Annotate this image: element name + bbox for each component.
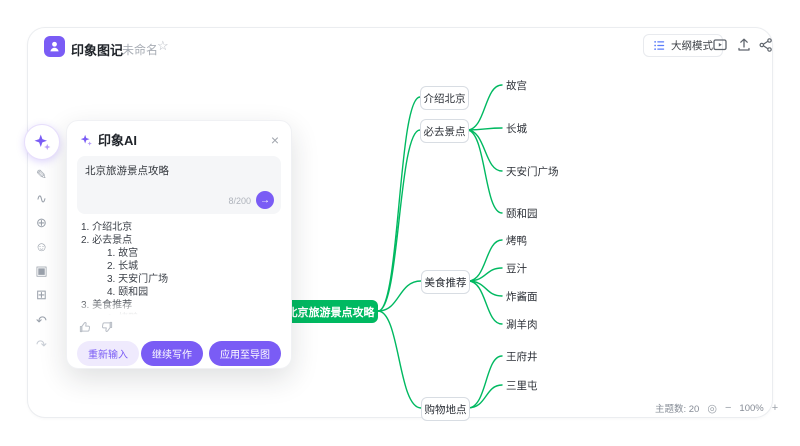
continue-writing-button[interactable]: 继续写作 [141, 341, 203, 366]
zoom-in-button[interactable]: + [771, 402, 779, 414]
outline-line: 1. 烤鸭 [81, 312, 277, 315]
mindmap-leaf[interactable]: 豆汁 [506, 263, 527, 275]
ai-panel: 印象AI × 北京旅游景点攻略 8/200 → 1. 介绍北京 2. 必去景点 … [66, 120, 292, 369]
ai-prompt-value: 北京旅游景点攻略 [85, 165, 169, 177]
outline-line: 3. 美食推荐 [81, 300, 133, 311]
mindmap-leaf[interactable]: 炸酱面 [506, 291, 538, 303]
undo-icon[interactable]: ↶ [36, 313, 47, 328]
locate-icon[interactable]: ◎ [707, 402, 717, 415]
thumbs-down-icon[interactable] [101, 321, 113, 333]
mindmap-branch-node[interactable]: 购物地点 [421, 397, 470, 421]
mindmap-leaf[interactable]: 烤鸭 [506, 235, 527, 247]
retry-input-button[interactable]: 重新输入 [77, 341, 139, 366]
outline-mode-icon [654, 40, 665, 51]
ai-panel-title: 印象AI [98, 133, 138, 148]
outline-mode-label: 大纲模式 [671, 40, 713, 52]
outline-line: 4. 颐和园 [107, 287, 149, 298]
mindmap-leaf[interactable]: 天安门广场 [506, 166, 559, 178]
mindmap-leaf[interactable]: 王府井 [506, 351, 538, 363]
mindmap-leaf[interactable]: 故宫 [506, 80, 527, 92]
mindmap-leaf[interactable]: 长城 [506, 123, 527, 135]
mindmap-leaf[interactable]: 涮羊肉 [506, 319, 538, 331]
logo-person-icon [50, 41, 59, 52]
outline-line: 1. 介绍北京 [81, 222, 133, 233]
apply-to-map-button[interactable]: 应用至导图 [209, 341, 281, 366]
mindmap-root-node[interactable]: 北京旅游景点攻略 [283, 300, 378, 323]
outline-line: 3. 天安门广场 [107, 274, 169, 285]
ai-panel-header: 印象AI × [67, 121, 291, 153]
relation-line-icon[interactable]: ∿ [36, 191, 47, 206]
outline-mode-button[interactable]: 大纲模式 [643, 34, 723, 57]
mindmap-leaf[interactable]: 颐和园 [506, 208, 538, 220]
ai-generated-outline: 1. 介绍北京 2. 必去景点 1. 故宫 2. 长城 3. 天安门广场 4. … [81, 221, 277, 315]
ai-assistant-button[interactable] [24, 124, 60, 160]
close-icon[interactable]: × [270, 131, 279, 148]
doc-title[interactable]: 未命名 [122, 43, 159, 57]
status-bar: 主题数: 20 ◎ − 100% + [655, 401, 778, 415]
insert-node-icon[interactable]: ⊕ [36, 215, 47, 230]
image-icon[interactable]: ▣ [35, 263, 48, 278]
pen-icon[interactable]: ✎ [36, 167, 47, 182]
app-logo [44, 36, 65, 57]
mindmap-leaf[interactable]: 三里屯 [506, 380, 538, 392]
topic-count: 主题数: 20 [655, 404, 700, 415]
export-icon[interactable] [736, 37, 752, 53]
present-icon[interactable] [712, 37, 728, 53]
char-counter: 8/200 [228, 196, 251, 206]
mindmap-branch-node[interactable]: 介绍北京 [420, 86, 469, 110]
share-icon[interactable] [758, 37, 774, 53]
send-button[interactable]: → [256, 191, 274, 209]
redo-icon[interactable]: ↷ [36, 337, 47, 352]
mindmap-branch-node[interactable]: 美食推荐 [421, 270, 470, 294]
zoom-level: 100% [739, 402, 764, 414]
emoji-icon[interactable]: ☺ [34, 239, 49, 254]
ai-sparkle-icon [80, 134, 92, 146]
outline-line: 2. 长城 [107, 261, 139, 272]
send-arrow-icon: → [260, 194, 270, 206]
ai-sparkle-icon [34, 134, 51, 151]
star-icon[interactable]: ☆ [157, 38, 169, 53]
zoom-out-button[interactable]: − [724, 402, 732, 414]
outline-line: 2. 必去景点 [81, 235, 133, 246]
outline-line: 1. 故宫 [107, 248, 139, 259]
app-name: 印象图记 [71, 43, 124, 58]
ai-prompt-input[interactable]: 北京旅游景点攻略 8/200 → [77, 156, 281, 214]
template-icon[interactable]: ⊞ [36, 287, 47, 302]
thumbs-up-icon[interactable] [79, 321, 91, 333]
mindmap-branch-node[interactable]: 必去景点 [420, 119, 469, 143]
